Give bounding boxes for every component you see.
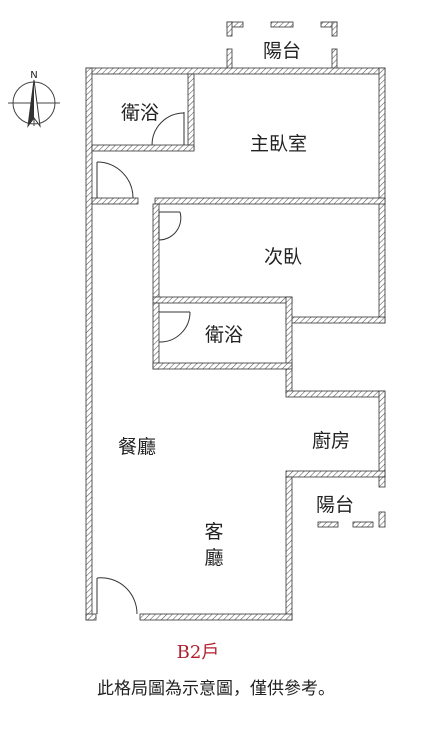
room-label-living: 客廳: [204, 521, 224, 569]
unit-label: B2戶: [176, 642, 220, 663]
doors: [96, 112, 191, 615]
room-label-second-bath: 衛浴: [205, 324, 244, 346]
room-label-second-bedroom: 次臥: [264, 246, 303, 268]
disclaimer-text: 此格局圖為示意圖，僅供參考。: [97, 679, 335, 699]
room-label-master-balcony: 陽台: [263, 40, 302, 62]
master-balcony-outline: [226, 21, 338, 70]
room-label-kitchen: 廚房: [312, 430, 351, 452]
room-label-side-balcony: 陽台: [316, 494, 355, 516]
room-label-master-bath: 衛浴: [121, 102, 160, 124]
compass-icon: N: [8, 70, 60, 128]
compass-north-label: N: [30, 70, 37, 81]
walls: [85, 67, 386, 621]
room-label-dining: 餐廳: [118, 436, 157, 458]
room-label-master-bedroom: 主臥室: [250, 133, 308, 155]
